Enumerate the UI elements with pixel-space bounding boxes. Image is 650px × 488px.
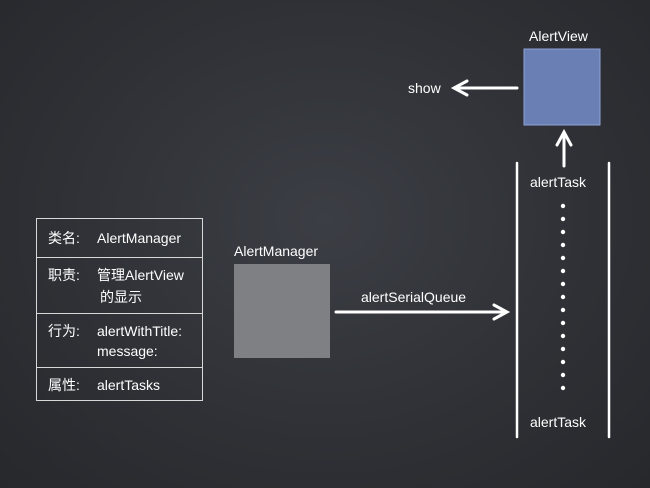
class-label: 类名: xyxy=(48,230,80,246)
property-value: alertTasks xyxy=(97,377,161,393)
alert-view-box xyxy=(523,48,601,126)
duty-label: 职责: xyxy=(48,267,80,283)
behavior-label: 行为: xyxy=(48,323,80,339)
alertview-label: AlertView xyxy=(529,28,588,44)
up-arrow xyxy=(555,128,573,168)
task-top-label: alertTask xyxy=(530,174,587,190)
class-info-table: 类名: AlertManager 职责: 管理AlertView 的显示 行为:… xyxy=(36,218,203,401)
table-row-class: 类名: AlertManager xyxy=(37,219,202,257)
property-label: 属性: xyxy=(48,377,80,393)
behavior-value-line1: alertWithTitle: xyxy=(97,323,183,339)
behavior-value-line2: message: xyxy=(97,343,158,359)
show-label: show xyxy=(408,80,441,96)
duty-value-line2: 的显示 xyxy=(100,289,142,305)
task-bottom-label: alertTask xyxy=(530,414,587,430)
task-dots xyxy=(560,203,566,391)
queue-label: alertSerialQueue xyxy=(361,289,467,305)
table-row-duty: 职责: 管理AlertView 的显示 xyxy=(37,257,202,314)
alert-manager-box xyxy=(234,264,330,358)
queue-arrow xyxy=(334,303,511,321)
table-row-behavior: 行为: alertWithTitle: message: xyxy=(37,313,202,368)
show-arrow xyxy=(450,79,519,97)
table-row-property: 属性: alertTasks xyxy=(37,367,202,402)
duty-value-line1: 管理AlertView xyxy=(97,267,184,283)
manager-label: AlertManager xyxy=(234,243,319,259)
class-value: AlertManager xyxy=(97,230,182,246)
